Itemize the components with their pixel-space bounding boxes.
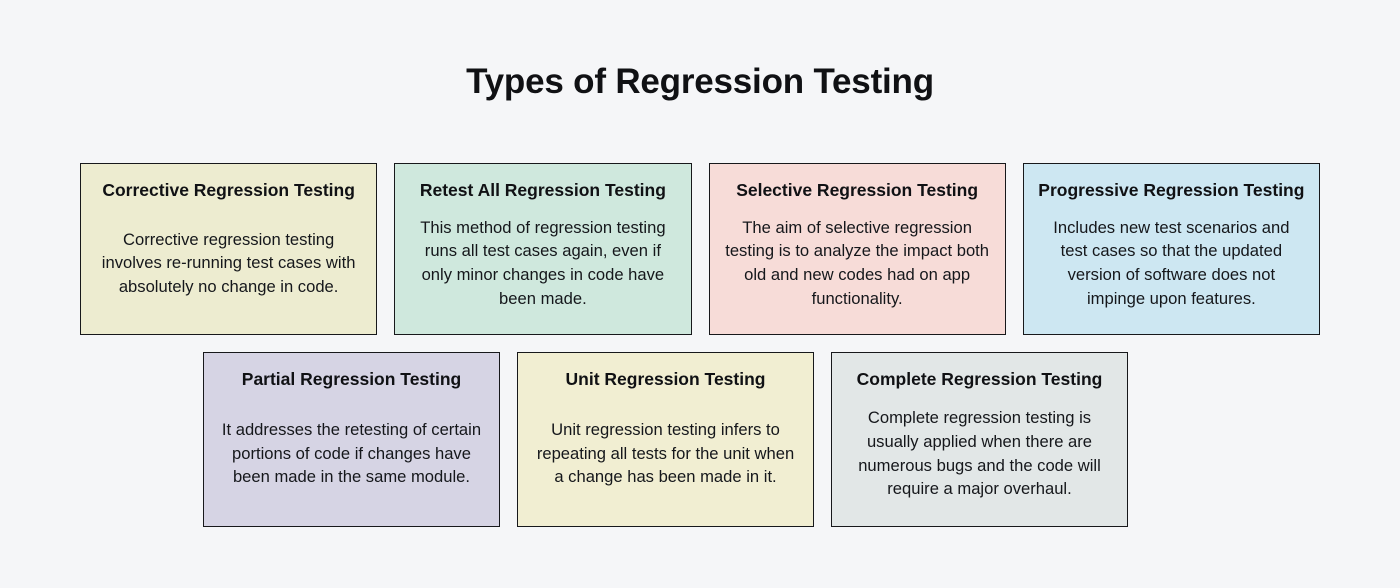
card-row-top: Corrective Regression Testing Corrective…: [80, 163, 1320, 335]
card-title: Progressive Regression Testing: [1038, 180, 1305, 200]
card-complete-regression-testing: Complete Regression Testing Complete reg…: [831, 352, 1128, 527]
card-title: Selective Regression Testing: [736, 180, 979, 200]
card-row-bottom: Partial Regression Testing It addresses …: [203, 352, 1128, 527]
card-unit-regression-testing: Unit Regression Testing Unit regression …: [517, 352, 814, 527]
card-body: Unit regression testing infers to repeat…: [536, 420, 795, 487]
card-body: Corrective regression testing involves r…: [101, 229, 356, 296]
card-title: Partial Regression Testing: [241, 369, 462, 389]
card-title: Retest All Regression Testing: [419, 180, 666, 200]
card-corrective-regression-testing: Corrective Regression Testing Corrective…: [80, 163, 378, 335]
card-title: Corrective Regression Testing: [102, 180, 355, 200]
card-progressive-regression-testing: Progressive Regression Testing Includes …: [1022, 163, 1320, 335]
card-body: The aim of selective regression testing …: [725, 217, 990, 308]
card-selective-regression-testing: Selective Regression Testing The aim of …: [708, 163, 1006, 335]
card-title: Complete Regression Testing: [856, 369, 1103, 389]
card-title: Unit Regression Testing: [565, 369, 766, 389]
card-retest-all-regression-testing: Retest All Regression Testing This metho…: [394, 163, 692, 335]
page-title: Types of Regression Testing: [466, 62, 934, 101]
card-body: Includes new test scenarios and test cas…: [1053, 217, 1290, 308]
card-body: This method of regression testing runs a…: [420, 217, 666, 308]
card-body: Complete regression testing is usually a…: [858, 408, 1101, 499]
card-body: It addresses the retesting of certain po…: [221, 420, 482, 487]
card-partial-regression-testing: Partial Regression Testing It addresses …: [203, 352, 500, 527]
